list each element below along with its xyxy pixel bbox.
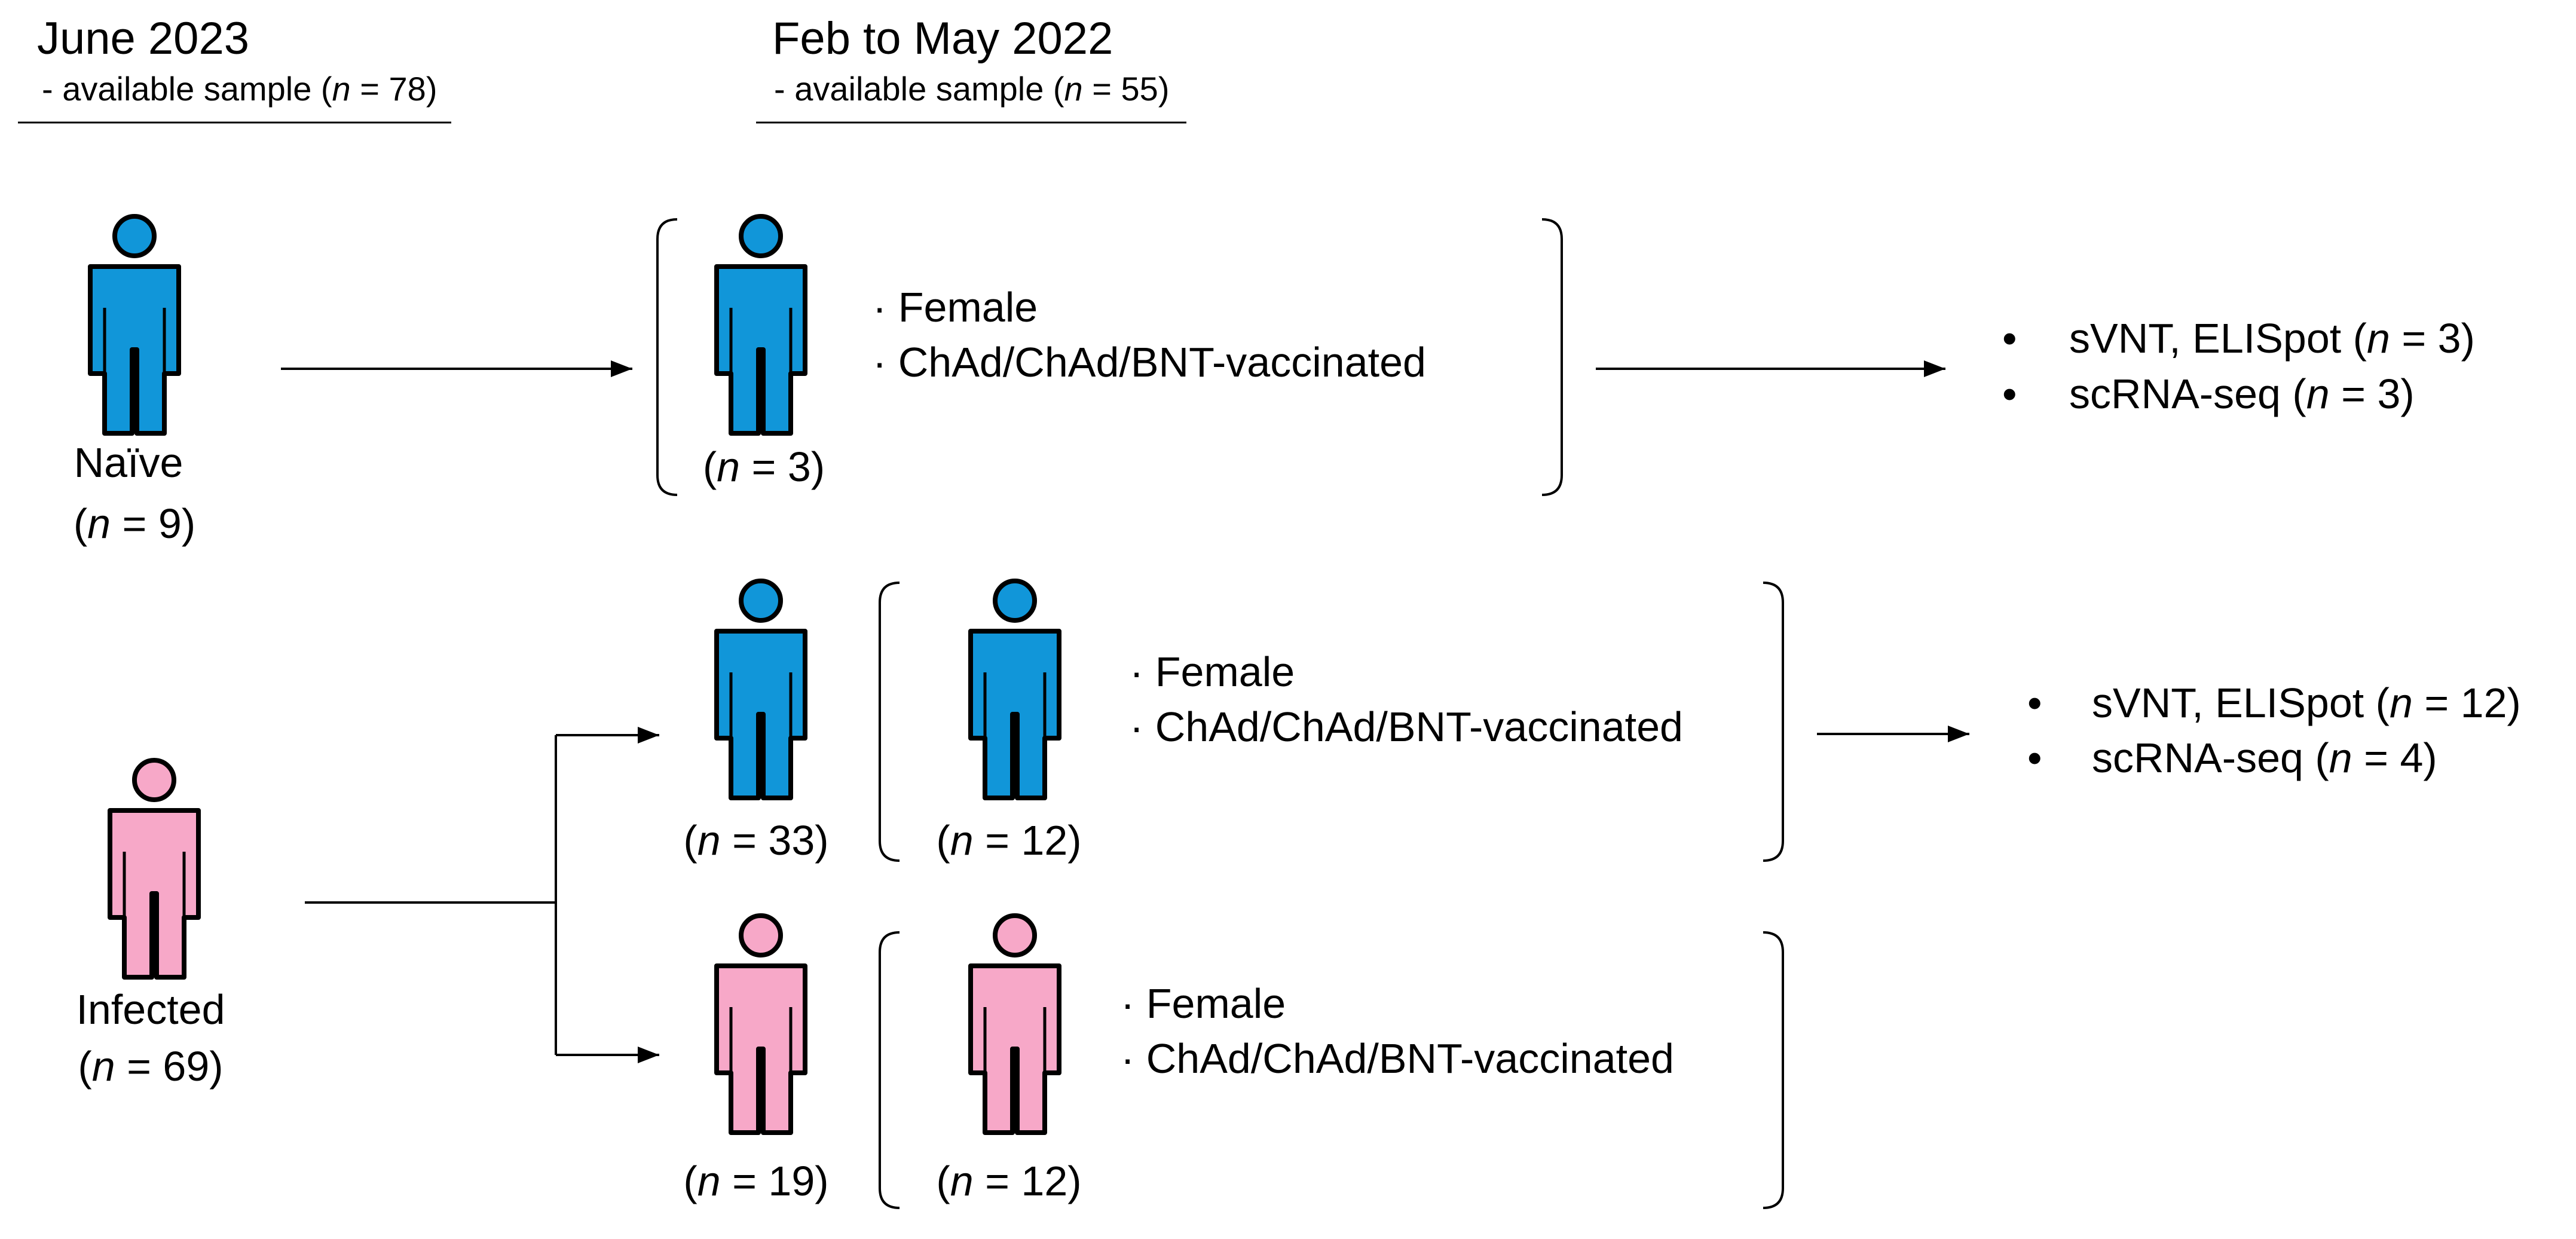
infected-count: (n = 69) xyxy=(78,1043,223,1090)
naive-label: Naïve xyxy=(74,439,183,486)
naive-bracket-right xyxy=(1541,218,1563,496)
naive-person-icon xyxy=(90,216,179,433)
infected-pink-person-icon xyxy=(717,916,805,1133)
naive-assay-2: scRNA-seq (n = 3) xyxy=(2069,371,2415,417)
infected-blue-bracket-right xyxy=(1763,582,1784,862)
infected-pink-criteria-sex: · Female xyxy=(1121,980,1286,1027)
header-right-title: Feb to May 2022 xyxy=(772,13,1113,64)
infected-pink-bracket-left xyxy=(879,931,900,1209)
infected-blue-bracket-left xyxy=(879,582,900,862)
naive-selected-person-icon xyxy=(717,216,805,433)
header-left-title: June 2023 xyxy=(37,13,249,64)
infected-blue-criteria-sex: · Female xyxy=(1130,648,1295,695)
infected-pink-selected-person-icon xyxy=(971,916,1059,1133)
infected-assay-2: scRNA-seq (n = 4) xyxy=(2092,735,2437,781)
naive-criteria-vaccine: · ChAd/ChAd/BNT-vaccinated xyxy=(873,339,1426,386)
infected-pink-count: (n = 19) xyxy=(683,1158,828,1204)
infected-pink-criteria-vaccine: · ChAd/ChAd/BNT-vaccinated xyxy=(1121,1035,1674,1082)
infected-pink-selected-count: (n = 12) xyxy=(936,1158,1081,1204)
naive-count: (n = 9) xyxy=(74,500,195,547)
infected-assay-bullet-1: • xyxy=(2027,680,2042,726)
naive-assay-bullet-2: • xyxy=(2002,371,2017,417)
infected-label: Infected xyxy=(76,986,225,1033)
naive-selected-count: (n = 3) xyxy=(703,443,825,490)
infected-blue-person-icon xyxy=(717,581,805,798)
infected-blue-count: (n = 33) xyxy=(683,817,828,864)
naive-bracket-left xyxy=(656,218,678,496)
infected-blue-selected-count: (n = 12) xyxy=(936,817,1081,864)
infected-assay-1: sVNT, ELISpot (n = 12) xyxy=(2092,680,2521,726)
naive-assay-1: sVNT, ELISpot (n = 3) xyxy=(2069,315,2475,362)
infected-blue-criteria-vaccine: · ChAd/ChAd/BNT-vaccinated xyxy=(1130,703,1683,750)
infected-assay-bullet-2: • xyxy=(2027,735,2042,781)
infected-blue-selected-person-icon xyxy=(971,581,1059,798)
header-right-subtitle: - available sample (n = 55) xyxy=(774,70,1169,108)
infected-person-icon xyxy=(110,760,198,977)
header-left-subtitle: - available sample (n = 78) xyxy=(42,70,437,108)
naive-criteria-sex: · Female xyxy=(873,284,1038,331)
infected-pink-bracket-right xyxy=(1763,931,1784,1209)
naive-assay-bullet-1: • xyxy=(2002,315,2017,362)
